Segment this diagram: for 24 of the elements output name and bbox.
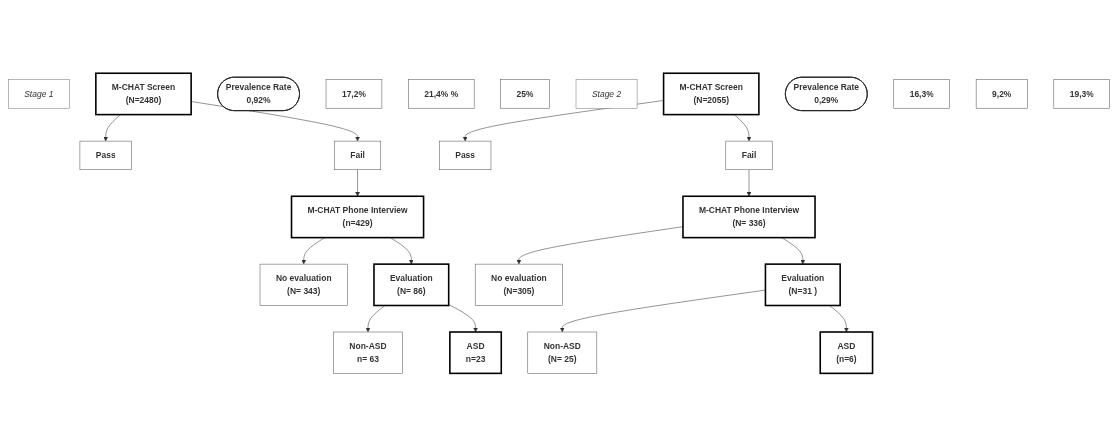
node-box: Non-ASD (N= 25) [527,331,598,374]
node-box: Evaluation (N=31 ) [764,263,841,306]
node-box: Fail [334,140,382,170]
node-box: No evaluation (N=305) [474,263,563,306]
node-box: Non-ASD n= 63 [333,331,403,374]
node-box: Stage 1 [8,79,70,109]
node-box: Evaluation (N= 86) [373,263,450,306]
node-box: Fail [725,140,773,170]
node-box: 16,3% [893,79,950,109]
node-box: M-CHAT Phone Interview (n=429) [290,195,425,239]
node-box: Pass [79,140,132,170]
node-box: M-CHAT Screen (N=2055) [662,72,760,116]
node-box: Pass [439,140,492,170]
node-box: 25% [500,79,550,109]
node-box: 19,3% [1053,79,1110,109]
node-box: 9,2% [975,79,1028,109]
node-box: No evaluation (N= 343) [259,263,348,306]
node-box: Stage 2 [575,79,638,109]
node-box: ASD (n=6) [819,330,874,374]
node-box: 17,2% [325,79,383,109]
node-box: M-CHAT Screen (N=2480) [95,72,192,116]
node-box: M-CHAT Phone Interview (N= 336) [682,195,816,239]
node-box: 21,4% % [408,79,475,109]
node-box: ASD n=23 [449,330,503,374]
